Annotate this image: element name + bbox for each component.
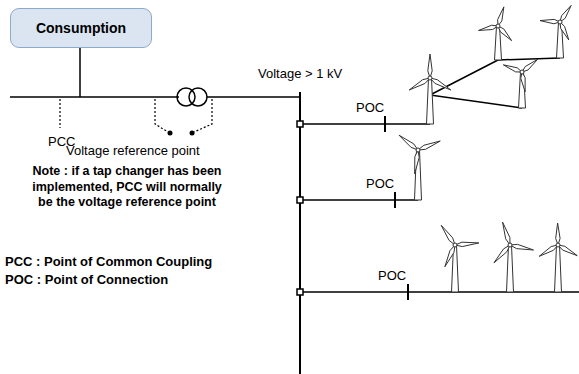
wind-turbine	[540, 5, 571, 58]
turbine-hub	[453, 243, 457, 247]
feeder-line	[303, 291, 579, 293]
wind-turbine	[409, 54, 451, 124]
reference-label: Voltage reference point	[66, 143, 200, 159]
turbine-blade	[510, 244, 533, 250]
collector-line	[430, 95, 522, 108]
voltage-level: Voltage > 1 kV	[258, 66, 342, 82]
turbine-tower	[427, 78, 434, 124]
turbine-tower	[507, 245, 514, 292]
turbine-blade	[556, 223, 560, 245]
poc-tick	[394, 192, 396, 208]
bus-terminal	[297, 121, 303, 127]
bus-terminal	[297, 289, 303, 295]
reference-marker	[194, 99, 212, 132]
turbine-blade	[479, 25, 498, 30]
turbine-blade	[560, 5, 571, 22]
wind-turbine	[479, 7, 512, 60]
poc-label: POC	[378, 268, 406, 284]
turbine-blade	[445, 245, 455, 267]
poc-tick	[407, 284, 409, 300]
turbine-blade	[521, 72, 525, 92]
wind-turbine	[503, 59, 537, 108]
turbine-blade	[522, 59, 538, 72]
poc-label: POC	[366, 176, 394, 192]
wind-turbine	[494, 222, 534, 292]
feeder-line	[303, 123, 430, 125]
turbine-hub	[556, 243, 560, 247]
turbine-hub	[496, 24, 500, 28]
turbine-blade	[498, 26, 512, 41]
turbine-blade	[560, 22, 569, 40]
turbine-tower	[519, 72, 526, 108]
turbine-hub	[508, 243, 512, 247]
pcc-marker	[59, 99, 60, 128]
note-block: Note : if a tap changer has been impleme…	[32, 164, 222, 211]
consumption-box: Consumption	[10, 8, 152, 48]
turbine-hub	[416, 148, 420, 152]
collector-line	[498, 58, 560, 60]
turbine-tower	[555, 245, 562, 292]
wind-turbine	[441, 225, 479, 292]
turbine-blade	[409, 78, 430, 90]
turbine-blade	[498, 7, 504, 26]
turbine-blade	[494, 245, 510, 263]
feeder-line	[303, 199, 418, 201]
turbine-hub	[428, 76, 432, 80]
main-bus	[299, 92, 301, 374]
poc-label: POC	[356, 100, 384, 116]
switch-contact	[168, 131, 173, 136]
turbine-blade	[539, 245, 558, 256]
feeder-line	[79, 48, 81, 97]
turbine-blade	[540, 19, 560, 23]
turbine-blade	[399, 135, 418, 150]
abbreviation-note: POC : Point of Connection	[5, 272, 168, 288]
switch-contact	[190, 131, 195, 136]
reference-marker	[155, 99, 168, 132]
collector-line	[430, 60, 498, 95]
abbreviation-note: PCC : Point of Common Coupling	[5, 254, 212, 270]
transformer-winding	[189, 88, 207, 106]
turbine-blade	[415, 150, 420, 174]
bus-terminal	[297, 197, 303, 203]
turbine-blade	[503, 222, 510, 245]
turbine-blade	[428, 54, 432, 78]
wind-turbine	[539, 223, 577, 292]
turbine-blade	[441, 225, 455, 245]
wind-turbines	[399, 5, 577, 292]
turbine-hub	[558, 20, 562, 24]
turbine-blade	[455, 242, 479, 246]
turbine-hub	[520, 70, 524, 74]
turbine-blade	[418, 141, 440, 150]
box-title: Consumption	[36, 20, 126, 36]
space	[68, 164, 71, 178]
poc-tick	[384, 116, 386, 132]
note-heading: Note :	[33, 164, 68, 178]
turbine-blade	[430, 78, 451, 90]
bus-line	[207, 96, 300, 98]
bus-line	[10, 96, 179, 98]
turbine-tower	[415, 150, 422, 200]
turbine-blade	[503, 65, 522, 72]
wind-turbine	[399, 135, 440, 200]
turbine-blade	[558, 245, 577, 256]
